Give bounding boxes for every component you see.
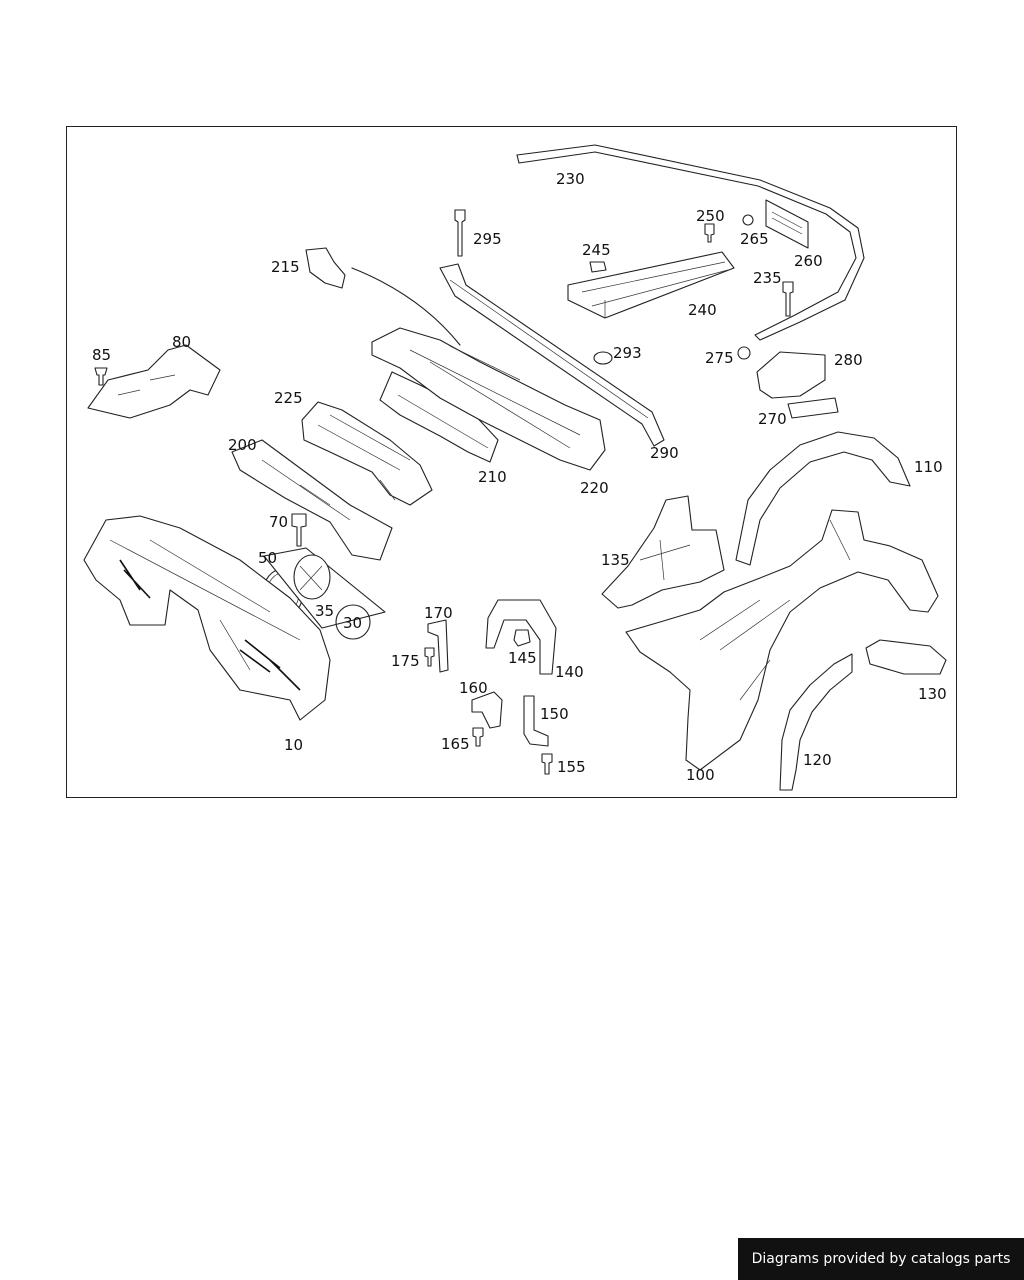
callout-295: 295 — [473, 230, 502, 248]
credit-badge: Diagrams provided by catalogs parts — [738, 1238, 1024, 1280]
callout-80: 80 — [172, 333, 191, 351]
part-80-bracket — [87, 344, 221, 419]
part-10-bulkhead — [83, 515, 331, 721]
part-235-bolt — [782, 281, 794, 317]
callout-150: 150 — [540, 705, 569, 723]
callout-labels: 230 295 250 265 260 215 245 235 240 80 85 293 275 280… — [92, 170, 947, 784]
part-145-nut — [513, 629, 531, 647]
callout-265: 265 — [740, 230, 769, 248]
part-140-bracket — [485, 599, 557, 675]
part-120-liner — [779, 653, 853, 791]
callout-120: 120 — [803, 751, 832, 769]
callout-215: 215 — [271, 258, 300, 276]
callout-290: 290 — [650, 444, 679, 462]
callout-100: 100 — [686, 766, 715, 784]
callout-210: 210 — [478, 468, 507, 486]
part-85-screw — [94, 367, 108, 386]
part-265-nut — [742, 214, 754, 226]
part-135-panel — [601, 495, 725, 609]
part-110-arch — [735, 431, 911, 566]
part-30-circle — [335, 604, 371, 640]
callout-135: 135 — [601, 551, 630, 569]
callout-30: 30 — [343, 614, 362, 632]
callout-235: 235 — [753, 269, 782, 287]
part-275-nut — [737, 346, 751, 360]
callout-275: 275 — [705, 349, 734, 367]
part-210-member — [379, 371, 499, 463]
callout-293: 293 — [613, 344, 642, 362]
callout-175: 175 — [391, 652, 420, 670]
callout-35: 35 — [315, 602, 334, 620]
callout-165: 165 — [441, 735, 470, 753]
callout-155: 155 — [557, 758, 586, 776]
callout-245: 245 — [582, 241, 611, 259]
callout-230: 230 — [556, 170, 585, 188]
part-130-bracket — [865, 639, 947, 675]
part-175-bolt — [424, 647, 435, 667]
part-170-bracket — [427, 619, 449, 673]
callout-10: 10 — [284, 736, 303, 754]
callout-250: 250 — [696, 207, 725, 225]
part-200-panel — [231, 439, 393, 561]
part-250-bolt — [704, 223, 715, 243]
callout-240: 240 — [688, 301, 717, 319]
callout-110: 110 — [914, 458, 943, 476]
part-100-sideframe — [625, 509, 939, 771]
callout-140: 140 — [555, 663, 584, 681]
part-280-bracket — [756, 351, 826, 399]
part-215-bracket — [305, 247, 346, 289]
part-215-cable — [351, 267, 461, 346]
part-260-plate — [765, 199, 809, 249]
callout-280: 280 — [834, 351, 863, 369]
part-165-bolt — [472, 727, 484, 747]
callout-220: 220 — [580, 479, 609, 497]
callout-270: 270 — [758, 410, 787, 428]
callout-70: 70 — [269, 513, 288, 531]
callout-200: 200 — [228, 436, 257, 454]
callout-50: 50 — [258, 549, 277, 567]
part-230-bar — [516, 144, 865, 341]
part-150-bracket — [523, 695, 549, 747]
part-155-bolt — [541, 753, 553, 775]
part-293-plug — [593, 351, 613, 365]
callout-145: 145 — [508, 649, 537, 667]
part-270-strip — [787, 397, 839, 419]
part-70-bolt — [291, 513, 307, 547]
callout-130: 130 — [918, 685, 947, 703]
callout-225: 225 — [274, 389, 303, 407]
callout-170: 170 — [424, 604, 453, 622]
callout-85: 85 — [92, 346, 111, 364]
part-245-bolt — [589, 261, 607, 273]
part-160-bracket — [471, 691, 503, 729]
callout-260: 260 — [794, 252, 823, 270]
part-290-rail — [439, 263, 665, 447]
part-295-bolt — [454, 209, 466, 257]
callout-160: 160 — [459, 679, 488, 697]
part-225-assembly — [301, 401, 433, 506]
